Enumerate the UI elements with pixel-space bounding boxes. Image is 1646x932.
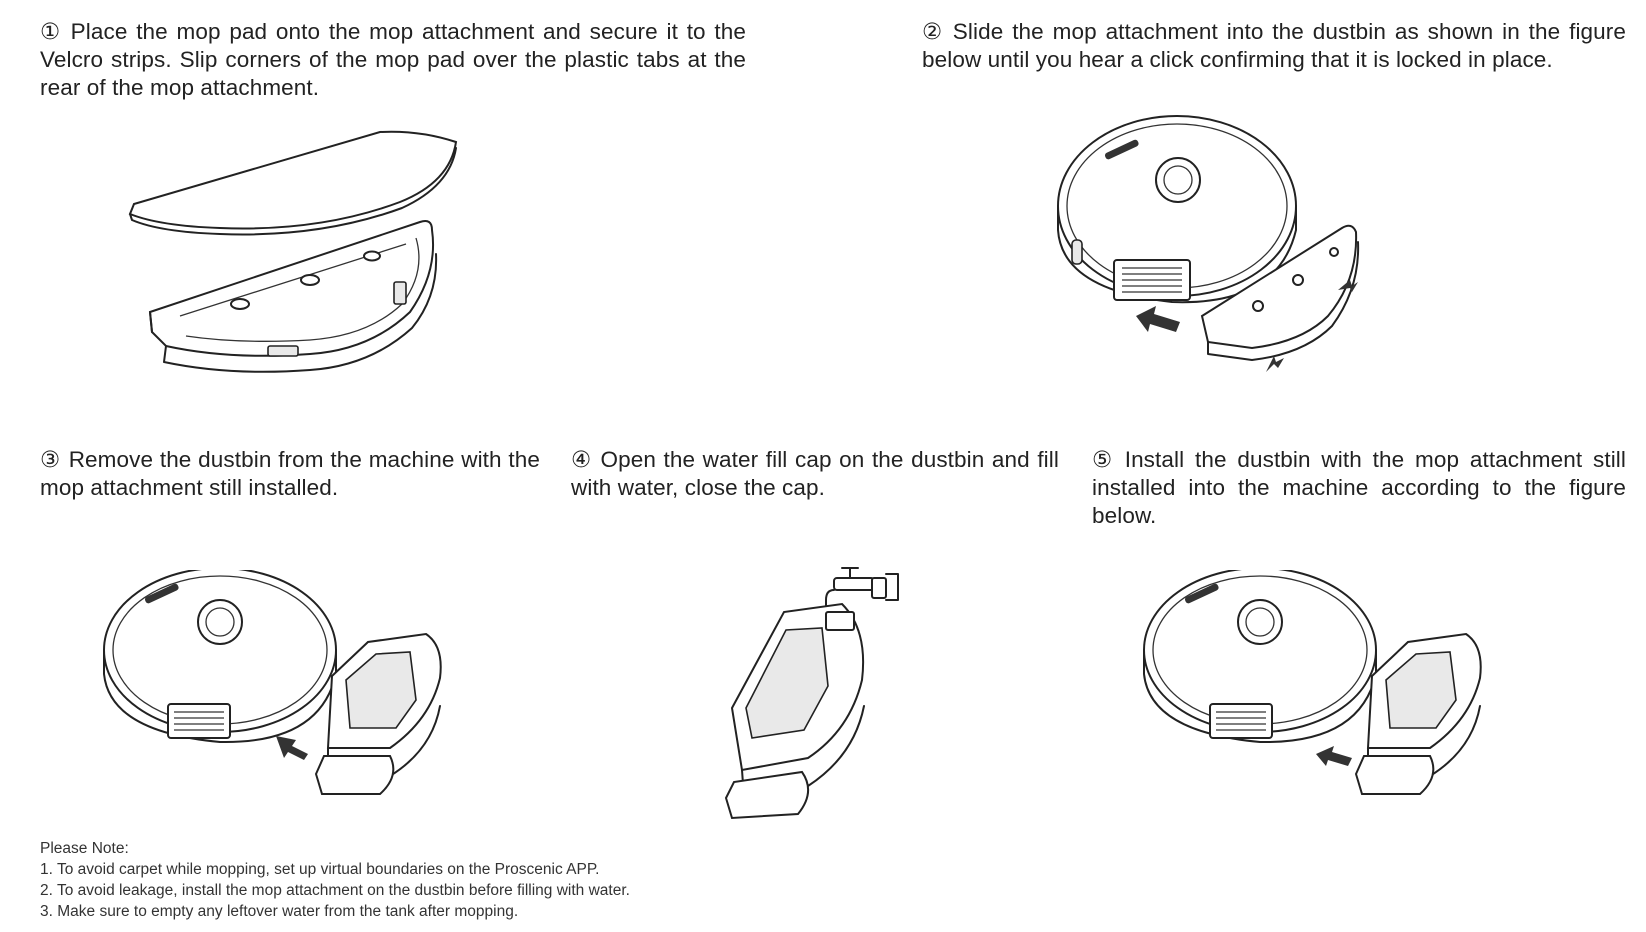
arrow-icon [276,736,308,760]
step-2-text: Slide the mop attachment into the dustbi… [922,19,1626,72]
figure-remove-dustbin [100,570,460,800]
water-faucet-icon [811,567,899,633]
dustbin-illustration [724,602,865,820]
figure-slide-attachment [1052,110,1412,380]
notes-section: Please Note: 1. To avoid carpet while mo… [40,838,630,922]
figure-mop-pad-attachment [120,122,460,382]
arrow-icon [1316,746,1352,766]
notes-title: Please Note: [40,840,129,857]
note-item: 3. Make sure to empty any leftover water… [40,903,519,920]
arrow-icon [1136,280,1358,372]
robot-vacuum-illustration [1143,570,1377,744]
step-3-text: Remove the dustbin from the machine with… [40,447,540,500]
figure-fill-water [722,560,912,822]
step-1-text: Place the mop pad onto the mop attachmen… [40,19,746,100]
step-1-number: ① [40,19,63,44]
step-2-number: ② [922,19,945,44]
note-item: 1. To avoid carpet while mopping, set up… [40,861,600,878]
step-4-text: Open the water fill cap on the dustbin a… [571,447,1059,500]
step-4-number: ④ [571,447,593,472]
step-5-number: ⑤ [1092,447,1117,472]
step-3-number: ③ [40,447,61,472]
step-5-text: Install the dustbin with the mop attachm… [1092,447,1626,528]
mop-pad-illustration [128,130,458,236]
dustbin-illustration [314,632,442,795]
figure-install-dustbin [1140,570,1500,800]
mop-attachment-illustration [148,220,438,373]
mop-attachment-illustration [1200,224,1360,361]
note-item: 2. To avoid leakage, install the mop att… [40,882,630,899]
robot-vacuum-illustration [1057,115,1297,304]
dustbin-illustration [1354,632,1482,795]
robot-vacuum-illustration [103,570,337,744]
